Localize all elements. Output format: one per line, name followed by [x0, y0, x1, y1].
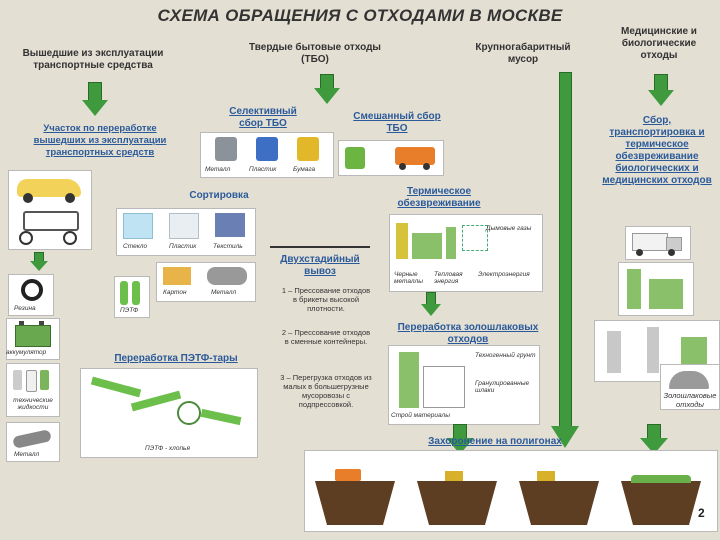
node-landfill: Захоронение на полигонах — [428, 436, 562, 447]
landfill-panel — [304, 450, 718, 532]
label-textile: Текстиль — [213, 243, 243, 250]
node-pet-processing: Переработка ПЭТФ-тары — [114, 353, 238, 364]
label-ferrous: Черные металлы — [394, 271, 423, 285]
label-glass: Стекло — [123, 243, 148, 250]
two-stage-step-2: 2 – Прессование отходов в сменные контей… — [281, 328, 371, 346]
arrow-bulky-shaft — [559, 72, 572, 430]
two-stage-step-1: 1 – Прессование отходов в брикеты высоко… — [281, 286, 371, 313]
garbage-truck-icon — [395, 147, 435, 165]
label-granulated: Гранулированные шлаки — [475, 380, 530, 394]
medical-incinerator-image — [618, 262, 694, 316]
page-title: СХЕМА ОБРАЩЕНИЯ С ОТХОДАМИ В МОСКВЕ — [157, 6, 563, 25]
bin-paper-icon — [297, 137, 319, 161]
landfill-truck-icon — [335, 469, 361, 481]
arrow-medical — [648, 74, 674, 108]
arrow-tbo — [314, 74, 340, 106]
label-pet: ПЭТФ — [120, 307, 139, 314]
label-flue-gas: Дымовые газы — [486, 225, 532, 232]
medical-truck-image — [625, 226, 691, 260]
label-metal-vehicle: Металл — [14, 451, 40, 458]
ash-processing-diagram: Техногенный грунт Гранулированные шлаки … — [388, 345, 540, 425]
label-ash-waste: Золошлаковые отходы — [663, 391, 717, 409]
label-bin-plastic: Пластик — [249, 166, 277, 173]
arrow-vehicles — [82, 82, 108, 118]
node-medical-processing: Сбор, транспортировка и термическое обез… — [602, 115, 712, 186]
ash-waste-image — [660, 364, 720, 410]
node-sorting: Сортировка — [189, 190, 249, 201]
bin-plastic-icon — [256, 137, 278, 161]
sorting-output-panel-2: Картон Металл — [156, 262, 256, 302]
label-pet-flakes: ПЭТФ - хлопья — [145, 445, 190, 452]
pet-processing-image: ПЭТФ - хлопья — [80, 368, 258, 458]
two-stage-step-3: 3 – Перегрузка отходов из малых в больше… — [280, 373, 372, 409]
header-vehicles: Вышедшие из эксплуатации транспортные ср… — [22, 48, 164, 71]
label-metal-sort: Металл — [211, 289, 237, 296]
arrow-bulky-head — [551, 426, 579, 448]
header-tbo: Твердые бытовые отходы (ТБО) — [249, 42, 381, 65]
label-plastic: Пластик — [169, 243, 197, 250]
compactor-icon — [537, 471, 555, 481]
thermal-diagram: Дымовые газы Черные металлы Тепловая эне… — [389, 214, 543, 292]
header-medical: Медицинские и биологические отходы — [621, 26, 697, 61]
fluids-image — [6, 363, 60, 417]
page-number: 2 — [698, 506, 705, 520]
node-vehicle-processing: Участок по переработке вышедших из экспл… — [33, 123, 167, 158]
bin-metal-icon — [215, 137, 237, 161]
car-dismantle-image — [8, 170, 92, 250]
bin-mixed-icon — [345, 147, 365, 169]
label-battery: аккумулятор — [6, 349, 47, 356]
label-fluids: технические жидкости — [13, 397, 53, 411]
arrow-vehicle-parts — [30, 252, 48, 272]
label-bin-paper: Бумага — [293, 166, 316, 173]
node-thermal: Термическое обезвреживание — [397, 186, 481, 209]
node-ash-processing: Переработка золошлаковых отходов — [397, 322, 539, 345]
battery-image — [6, 318, 60, 360]
label-cardboard: Картон — [163, 289, 187, 296]
metal-image — [6, 422, 60, 462]
label-heat: Тепловая энергия — [434, 271, 463, 285]
rubber-image — [8, 274, 54, 316]
node-selective-collection: Селективный сбор ТБО — [229, 106, 297, 129]
header-bulky: Крупногабаритный мусор — [475, 42, 571, 65]
node-mixed-collection: Смешанный сбор ТБО — [353, 111, 441, 134]
label-rubber: Резина — [14, 305, 36, 312]
bulldozer-icon — [445, 471, 463, 481]
label-electricity: Электроэнергия — [478, 271, 530, 278]
label-bin-metal: Металл — [205, 166, 231, 173]
label-tech-soil: Техногенный грунт — [475, 352, 536, 359]
arrow-thermal-ash — [421, 292, 441, 318]
grass-cover-icon — [631, 475, 691, 483]
node-two-stage: Двухстадийный вывоз — [270, 246, 370, 278]
label-building-materials: Строй материалы — [391, 412, 451, 419]
sorting-output-panel: Стекло Пластик Текстиль — [116, 208, 256, 256]
pet-bottles-image: ПЭТФ — [114, 276, 150, 318]
mixed-collection-image — [338, 140, 444, 176]
bins-panel: Металл Пластик Бумага — [200, 132, 334, 178]
